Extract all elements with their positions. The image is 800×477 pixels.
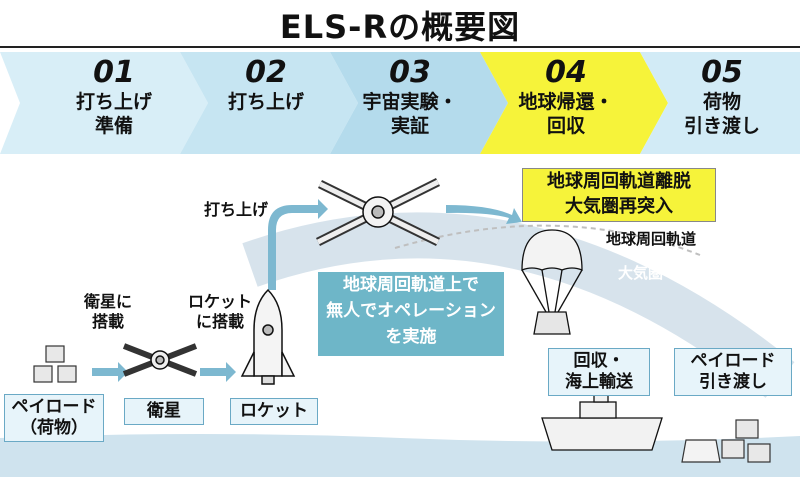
orbit-operation-line2: 無人でオペレーション [326, 301, 496, 321]
step-number: 03 [389, 55, 431, 90]
step-chevron-4 [480, 52, 668, 154]
sat-mount-line2: 搭載 [91, 312, 124, 331]
step-label: 打ち上げ [75, 91, 152, 113]
arrow-payload-to-satellite [92, 362, 128, 382]
satellite-box: 衛星 [124, 398, 204, 425]
step-4: 04 地球帰還・ 回収 [496, 56, 636, 138]
step-chevron-1 [0, 52, 208, 154]
reentry-callout: 地球周回軌道離脱 大気圏再突入 [522, 168, 716, 222]
title-bar: ELS-Rの概要図 [0, 0, 800, 46]
step-label: 準備 [94, 115, 133, 137]
orbit-satellite [315, 177, 441, 247]
orbit-label: 地球周回軌道 [606, 230, 697, 248]
atmosphere-label: 大気圏 [618, 264, 664, 282]
handover-line1: ペイロード [690, 351, 776, 371]
sea [0, 434, 800, 477]
step-number: 01 [93, 55, 135, 90]
step-number: 04 [545, 55, 587, 90]
step-chevron-2 [180, 52, 358, 154]
title-rule [0, 46, 800, 48]
orbit-operation-line1: 地球周回軌道上で [343, 275, 479, 295]
recovery-line2: 海上輸送 [565, 372, 633, 392]
rocket-mount-line1: ロケット [187, 292, 252, 311]
payload-cubes [33, 345, 77, 383]
step-chevron-3 [330, 52, 508, 154]
arrow-to-reentry [446, 205, 522, 224]
small-satellite [122, 343, 198, 377]
step-chevrons [0, 52, 800, 154]
step-number: 02 [245, 55, 287, 90]
step-2: 02 打ち上げ [196, 56, 336, 114]
flow-arrows [92, 199, 522, 382]
delivered-payload [681, 419, 771, 463]
reentry-line2: 大気圏再突入 [565, 196, 673, 217]
step-label: 荷物 [702, 91, 741, 113]
payload-box: ペイロード （荷物） [4, 394, 104, 442]
arrow-launch [268, 199, 328, 290]
step-label: 打ち上げ [227, 91, 304, 113]
orbit-operation-line3: を実施 [385, 327, 437, 347]
arrow-satellite-to-rocket [200, 362, 236, 382]
orbit-operation-callout: 地球周回軌道上で 無人でオペレーション を実施 [318, 272, 504, 356]
reentry-line1: 地球周回軌道離脱 [547, 171, 691, 192]
step-number: 05 [701, 55, 743, 90]
launch-label: 打ち上げ [204, 200, 269, 219]
step-label: 地球帰還・ [518, 91, 614, 113]
step-label: 回収 [546, 115, 585, 137]
step-3: 03 宇宙実験・ 実証 [340, 56, 480, 138]
handover-line2: 引き渡し [699, 372, 767, 392]
rocket [240, 288, 296, 385]
recovery-ship [541, 374, 663, 451]
payload-line2: （荷物） [20, 418, 88, 438]
rocket-mount-label: ロケット に搭載 [178, 292, 262, 332]
step-label: 引き渡し [683, 115, 760, 137]
parachute-capsule [521, 229, 583, 335]
page-title: ELS-Rの概要図 [279, 8, 521, 46]
recovery-box: 回収・ 海上輸送 [548, 348, 650, 396]
sat-mount-label: 衛星に 搭載 [78, 292, 138, 332]
sat-mount-line1: 衛星に [83, 292, 132, 311]
step-5: 05 荷物 引き渡し [652, 56, 792, 138]
recovery-line1: 回収・ [573, 351, 625, 371]
step-label: 実証 [390, 115, 429, 137]
rocket-mount-line2: に搭載 [195, 312, 244, 331]
payload-line1: ペイロード [11, 397, 97, 417]
handover-box: ペイロード 引き渡し [674, 348, 792, 396]
step-label: 宇宙実験・ [362, 91, 458, 113]
step-1: 01 打ち上げ 準備 [44, 56, 184, 138]
orbit-path [394, 224, 701, 256]
earth-arc [242, 212, 795, 398]
step-chevron-5 [640, 52, 800, 154]
rocket-box: ロケット [230, 398, 318, 425]
